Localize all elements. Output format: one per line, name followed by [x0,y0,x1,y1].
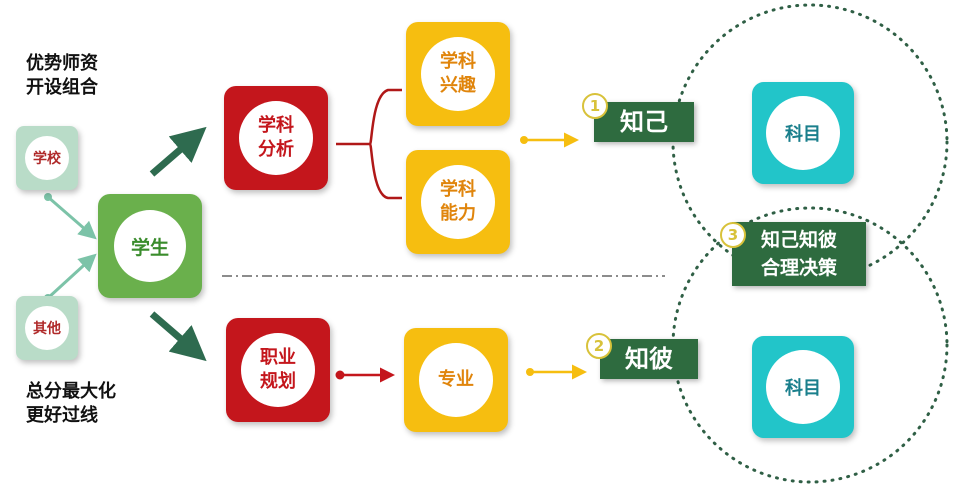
subject-bottom-node: 科目 [752,336,854,438]
major-label: 专业 [419,343,493,417]
bottom-dotted-circle [671,206,949,484]
subject-analysis-line-2: 分析 [258,139,294,160]
school-label: 学校 [25,136,69,180]
school-node: 学校 [16,126,78,190]
decision-line-2: 合理决策 [760,257,837,279]
ability-line-1: 学科 [440,179,476,200]
career-label: 职业 规划 [241,333,315,407]
top-note-line-2: 开设组合 [26,77,98,98]
ability-line-2: 能力 [440,203,476,224]
subject-top-label: 科目 [766,96,840,170]
decision-line-1: 知己知彼 [760,229,837,251]
other-node: 其他 [16,296,78,360]
know-self-label: 知己 [620,108,668,136]
top-left-note: 优势师资 开设组合 [26,52,98,100]
major-node: 专业 [404,328,508,432]
subject-analysis-node: 学科 分析 [224,86,328,190]
career-line-1: 职业 [260,347,296,368]
student-node: 学生 [98,194,202,298]
interest-node: 学科 兴趣 [406,22,510,126]
bottom-note-line-2: 更好过线 [26,405,98,426]
number-2-badge: 2 [586,333,612,359]
ability-node: 学科 能力 [406,150,510,254]
know-self-tag: 知己 [594,102,694,142]
student-to-analysis-arrow [149,126,207,177]
interest-line-2: 兴趣 [440,75,476,96]
subject-analysis-label: 学科 分析 [239,101,313,175]
bottom-left-note: 总分最大化 更好过线 [26,380,116,428]
school-to-student-arrow [47,195,97,240]
number-1-badge: 1 [582,93,608,119]
other-to-student-arrow [46,253,97,300]
other-label: 其他 [25,306,69,350]
decision-tag: 知己知彼 合理决策 [732,222,866,286]
top-note-line-1: 优势师资 [26,53,98,74]
know-other-tag: 知彼 [600,339,698,379]
know-other-label: 知彼 [625,345,673,373]
student-label: 学生 [114,210,186,282]
student-to-career-arrow [149,311,207,362]
ability-label: 学科 能力 [421,165,495,239]
interest-line-1: 学科 [440,51,476,72]
career-node: 职业 规划 [226,318,330,422]
subject-analysis-line-1: 学科 [258,115,294,136]
subject-top-node: 科目 [752,82,854,184]
number-3-badge: 3 [720,222,746,248]
career-line-2: 规划 [260,371,296,392]
interest-label: 学科 兴趣 [421,37,495,111]
bottom-note-line-1: 总分最大化 [26,381,116,402]
subject-bottom-label: 科目 [766,350,840,424]
analysis-bracket [336,88,402,200]
